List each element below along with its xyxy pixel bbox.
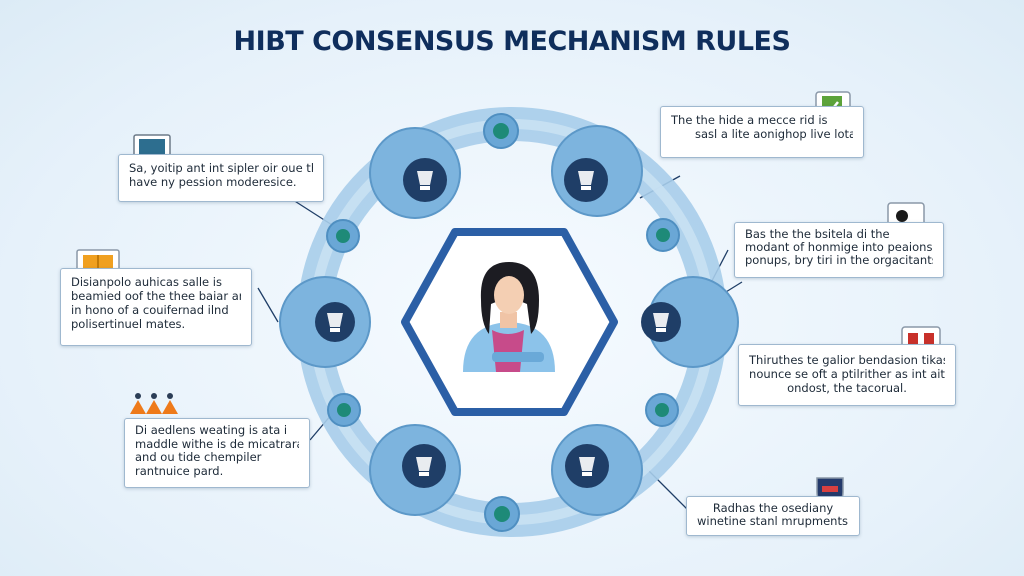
big-nodes — [279, 125, 739, 516]
connector-node-icon — [646, 218, 680, 252]
callout-text: in hono of a couifernad ilnd — [71, 303, 229, 317]
callout-text: Disianpolo auhicas salle is — [71, 275, 222, 289]
node-bottom-left — [369, 424, 461, 516]
callout-text: nounce se oft a ptilrither as int ait — [749, 367, 945, 381]
connector-node-icon — [326, 219, 360, 253]
callout-text: Bas the the bsitela di the — [745, 228, 890, 241]
connector-node-icon — [327, 393, 361, 427]
callout-right-middle: Thiruthes te galior bendasion tikas noun… — [738, 344, 956, 406]
callout-right-upper: Bas the the bsitela di the modant of hon… — [734, 222, 944, 278]
callout-text: sasl a lite aonighop live lotaid. — [695, 127, 853, 141]
person-icon — [463, 262, 555, 372]
callout-text: ponups, bry tiri in the orgacitants. — [745, 254, 933, 267]
callout-text: Radhas the osediany — [712, 502, 834, 515]
node-right — [641, 276, 739, 368]
connector-node-icon — [483, 113, 519, 149]
node-left — [279, 276, 371, 368]
callout-text: Thiruthes te galior bendasion tikas — [749, 353, 945, 367]
callout-text: The the hide a mecce rid is — [671, 113, 828, 127]
node-bottom-right — [551, 424, 643, 516]
callout-text: have ny pession moderesice. — [129, 175, 297, 189]
page-title: HIBT CONSENSUS MECHANISM RULES — [233, 26, 791, 57]
callout-text: ondost, the tacorual. — [787, 381, 907, 395]
people-group-icon — [130, 393, 178, 414]
node-top-right — [551, 125, 643, 217]
callout-top-right: The the hide a mecce rid is sasl a lite … — [660, 106, 864, 158]
callout-left-middle: Disianpolo auhicas salle is beamied oof … — [60, 268, 252, 346]
callout-text: polisertinuel mates. — [71, 317, 186, 331]
callout-text: beamied oof the thee baiar and — [71, 289, 241, 303]
callout-text: winetine stanl mrupments. — [697, 515, 849, 528]
callout-text: Sa, yoitip ant int sipler oir oue the — [129, 161, 313, 175]
callout-upper-left: Sa, yoitip ant int sipler oir oue the ha… — [118, 154, 324, 202]
connector-node-icon — [645, 393, 679, 427]
callout-text: and ou tide chempiler — [135, 451, 262, 464]
callout-text: Di aedlens weating is ata i — [135, 424, 288, 437]
callout-lower-left: Di aedlens weating is ata i maddle withe… — [124, 418, 310, 488]
callout-text: maddle withe is de micatrara — [135, 437, 299, 451]
callout-bottom-right: Radhas the osediany winetine stanl mrupm… — [686, 496, 860, 536]
node-top-left — [369, 127, 461, 219]
callout-text: rantnuice pard. — [135, 464, 224, 478]
connector-node-icon — [484, 496, 520, 532]
callout-text: modant of honmige into peaions, — [745, 241, 933, 254]
small-nodes — [326, 113, 680, 532]
